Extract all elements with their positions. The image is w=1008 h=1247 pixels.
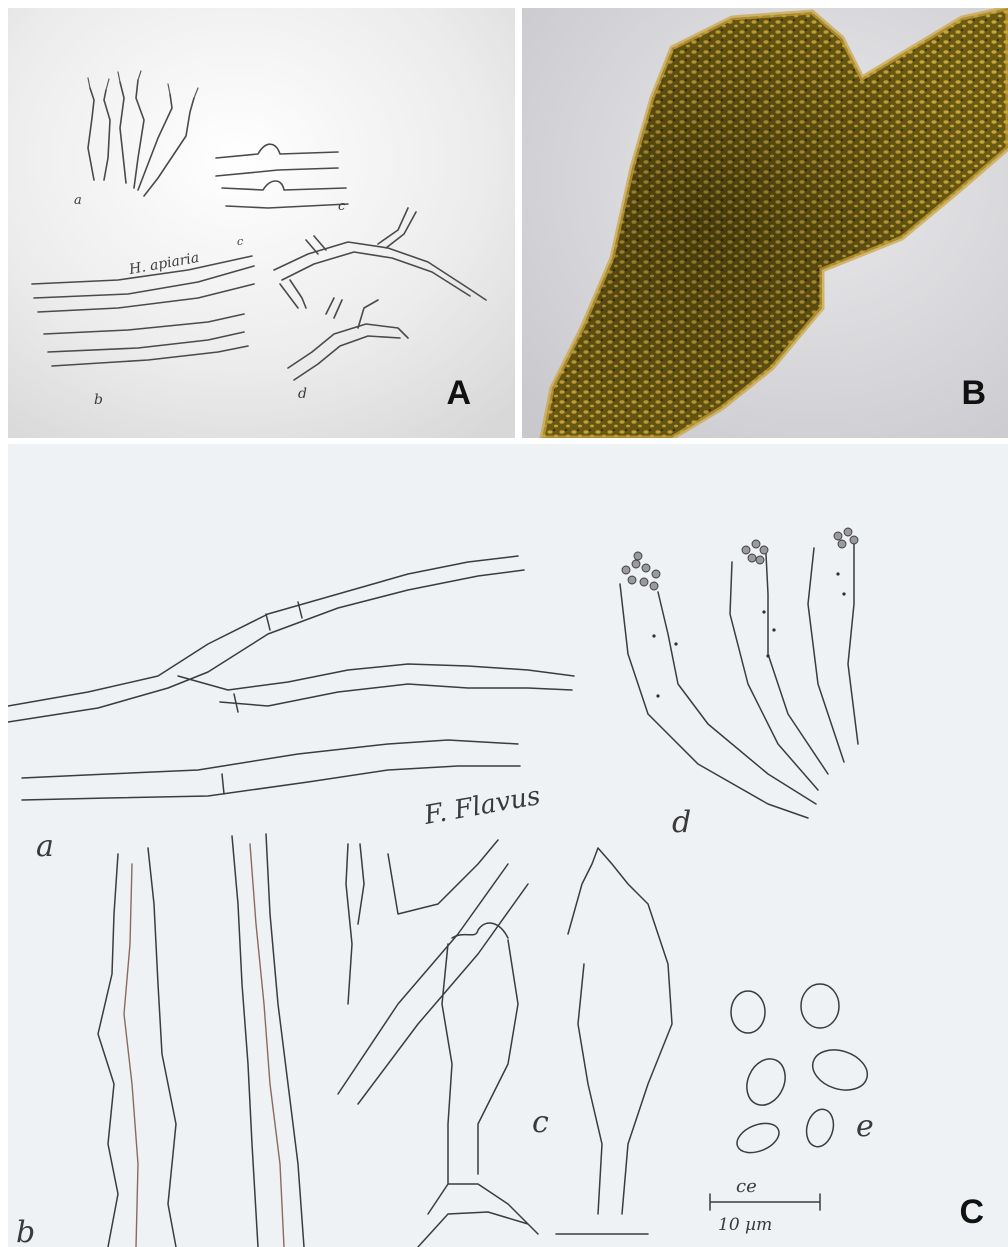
panel-c-label-c: c — [532, 1105, 549, 1140]
panel-c-label-a: a — [36, 829, 54, 864]
panel-a-label-d: d — [298, 386, 307, 402]
panel-b-letter: B — [961, 376, 986, 410]
panel-a-label-b: b — [94, 392, 103, 408]
panel-c: ce 10 µm F. Flavus a b c d e C — [8, 444, 1008, 1247]
scale-bar-top-label: ce — [736, 1176, 757, 1197]
panel-c-letter: C — [959, 1195, 984, 1229]
scale-bar-bottom-label: 10 µm — [718, 1215, 772, 1235]
panel-a: a b c c d H. apiaria A — [8, 8, 515, 438]
panel-a-label-a: a — [74, 193, 82, 208]
fungus-photo — [522, 8, 1008, 438]
panel-a-letter: A — [446, 376, 471, 410]
panel-c-label-e: e — [856, 1109, 874, 1144]
panel-a-drawing: a b c c d H. apiaria — [8, 8, 515, 438]
panel-a-label-c-small: c — [237, 235, 243, 248]
panel-c-label-b: b — [16, 1215, 35, 1247]
panel-b: B — [522, 8, 1008, 438]
panel-c-drawing: ce 10 µm F. Flavus a b c d e — [8, 444, 1008, 1247]
panel-a-label-c: c — [338, 199, 346, 214]
panel-c-label-d: d — [672, 805, 691, 840]
